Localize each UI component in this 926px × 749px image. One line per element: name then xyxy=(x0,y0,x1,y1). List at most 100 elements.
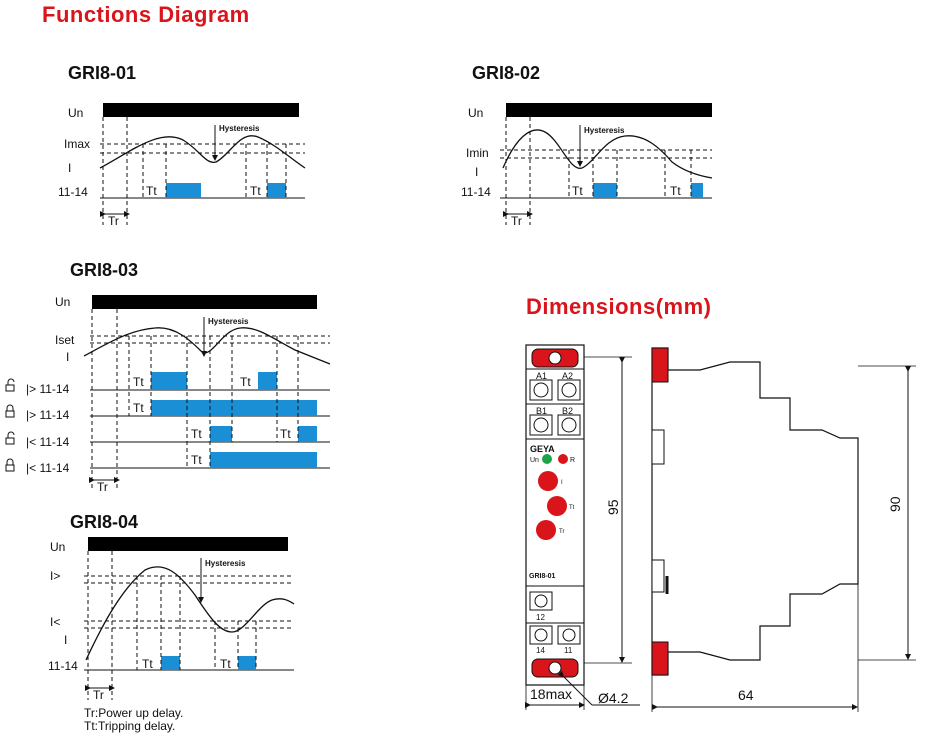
label-tt: Tt xyxy=(191,427,202,441)
dim-depth: 64 xyxy=(738,687,754,703)
label-tt: Tt xyxy=(280,427,291,441)
label-tr: Tr xyxy=(97,480,108,494)
diagram-gri802: Un Imin I 11-14 Tt Tt Hysteresis Tr xyxy=(461,103,713,228)
label-i: I xyxy=(66,350,69,364)
output-pulse xyxy=(161,656,180,670)
diagram-gri801: Un Imax I 11-14 Tt Tt Hysteresis Tr xyxy=(58,103,306,228)
functions-diagram-title: Functions Diagram xyxy=(42,2,250,27)
terminal-label: B1 xyxy=(536,406,547,416)
label-iset: Iset xyxy=(55,333,75,347)
label-tr: Tr xyxy=(93,688,104,702)
diagram-title-gri802: GRI8-02 xyxy=(472,63,541,83)
output-pulse xyxy=(210,452,317,468)
legend-tt: Tt:Tripping delay. xyxy=(84,719,176,733)
terminal-label: 14 xyxy=(536,646,545,655)
un-bar xyxy=(506,103,712,117)
dial-label: Tt xyxy=(569,505,575,511)
terminal-screw xyxy=(557,625,581,645)
label-hysteresis: Hysteresis xyxy=(208,317,249,326)
lock-closed-icon xyxy=(5,404,15,418)
row-label: |< 11-14 xyxy=(26,435,70,449)
label-un: Un xyxy=(68,106,83,120)
terminal-screw xyxy=(529,625,553,645)
label-tt: Tt xyxy=(240,375,251,389)
output-pulse xyxy=(593,183,617,198)
diagram-title-gri804: GRI8-04 xyxy=(70,512,139,532)
label-i: I xyxy=(68,161,71,175)
label-i-gt: I> xyxy=(50,569,60,583)
dim-width-front: 18max xyxy=(530,686,572,702)
label-un: Un xyxy=(55,295,70,309)
dim-hole: Ø4.2 xyxy=(598,690,629,706)
label-tt: Tt xyxy=(220,657,231,671)
terminal-label: A1 xyxy=(536,371,547,381)
output-pulse xyxy=(691,183,703,198)
dim-height-side: 90 xyxy=(887,496,903,512)
led-red-icon xyxy=(558,454,568,464)
dial-label: Tr xyxy=(559,529,564,535)
label-imax: Imax xyxy=(64,137,90,151)
label-i: I xyxy=(64,633,67,647)
led-label-r: R xyxy=(570,457,575,464)
label-imin: Imin xyxy=(466,146,489,160)
clip-hole xyxy=(548,661,562,675)
output-pulse xyxy=(238,656,256,670)
output-pulse xyxy=(210,426,232,442)
output-pulse xyxy=(267,183,286,198)
legend: Tr:Power up delay. Tt:Tripping delay. xyxy=(84,707,183,733)
current-curve xyxy=(85,566,295,661)
output-pulse xyxy=(151,372,187,390)
row-label: |< 11-14 xyxy=(26,461,70,475)
dial-label: I xyxy=(561,480,563,486)
output-pulse xyxy=(166,183,201,198)
dimensions-title: Dimensions(mm) xyxy=(526,294,712,319)
label-un: Un xyxy=(50,540,65,554)
label-tt: Tt xyxy=(670,184,681,198)
output-pulse xyxy=(258,372,277,390)
device-side-view xyxy=(651,347,859,676)
current-curve xyxy=(502,129,713,179)
terminal-screw xyxy=(529,591,553,611)
device-front-view: A1 A2 B1 B2 GEYA Un R I Tt Tr GRI8-01 12… xyxy=(525,344,585,686)
label-i: I xyxy=(475,165,478,179)
label-hysteresis: Hysteresis xyxy=(584,126,625,135)
label-tt: Tt xyxy=(191,453,202,467)
brand-logo: GEYA xyxy=(530,444,555,454)
dim-height-front: 95 xyxy=(605,499,621,515)
label-tt: Tt xyxy=(146,184,157,198)
label-un: Un xyxy=(468,106,483,120)
label-tr: Tr xyxy=(108,214,119,228)
label-tt: Tt xyxy=(142,657,153,671)
lock-open-icon xyxy=(5,431,15,445)
label-tr: Tr xyxy=(511,214,522,228)
led-label-un: Un xyxy=(530,457,539,464)
clip-hole xyxy=(548,351,562,365)
output-pulse xyxy=(298,426,317,442)
label-output: 11-14 xyxy=(461,185,491,199)
terminal-label: 12 xyxy=(536,613,545,622)
model-label: GRI8-01 xyxy=(529,573,556,580)
diagram-gri803: Un Iset I |> 11-14 Tt Tt |> 11-14 Tt |< … xyxy=(5,295,331,494)
current-curve xyxy=(83,327,331,365)
label-output: 11-14 xyxy=(58,185,88,199)
dial-knob xyxy=(538,471,558,491)
label-i-lt: I< xyxy=(50,615,60,629)
label-hysteresis: Hysteresis xyxy=(205,559,246,568)
un-bar xyxy=(88,537,288,551)
terminal-label: B2 xyxy=(562,406,573,416)
led-green-icon xyxy=(542,454,552,464)
row-label: |> 11-14 xyxy=(26,408,70,422)
diagram-title-gri801: GRI8-01 xyxy=(68,63,137,83)
dial-knob xyxy=(547,496,567,516)
terminal-label: A2 xyxy=(562,371,573,381)
current-curve xyxy=(99,135,306,169)
output-pulse xyxy=(151,400,317,416)
side-clip-top xyxy=(651,347,669,383)
label-tt: Tt xyxy=(133,375,144,389)
diagram-gri804: Un I> I< I 11-14 Tt Tt Hysteresis Tr xyxy=(48,537,295,702)
label-tt: Tt xyxy=(133,401,144,415)
lock-open-icon xyxy=(5,378,15,392)
diagram-title-gri803: GRI8-03 xyxy=(70,260,139,280)
label-hysteresis: Hysteresis xyxy=(219,124,260,133)
